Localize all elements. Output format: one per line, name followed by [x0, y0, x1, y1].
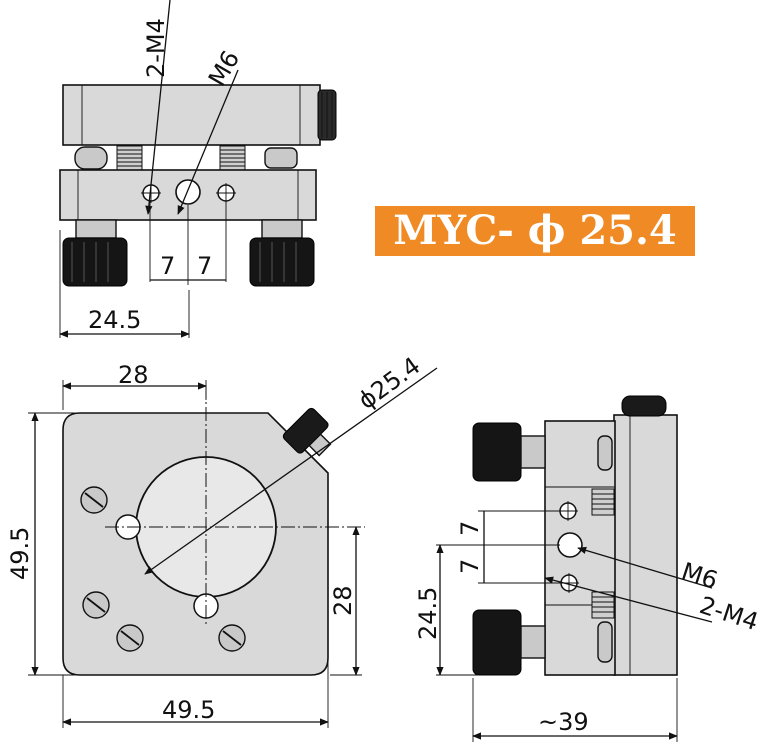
side-hole-label-m6: M6 [678, 557, 721, 595]
side-dim-upper-spacing: 7 [456, 521, 484, 536]
knurled-knob-icon [621, 395, 667, 417]
m6-hole-icon [557, 532, 583, 558]
side-hole-label-m4: 2-M4 [696, 591, 762, 636]
screw-icon [116, 624, 144, 652]
front-view: 49.5 49.5 28 28 ϕ25.4 [6, 351, 438, 728]
front-dim-width: 49.5 [162, 696, 215, 724]
top-dim-right-spacing: 7 [197, 252, 212, 280]
top-dim-overall: 24.5 [88, 306, 141, 334]
front-dim-top-offset: 28 [118, 361, 149, 389]
side-rear-plate [613, 414, 678, 676]
knob-icon [249, 237, 315, 287]
model-badge: MYC- ϕ 25.4 [375, 206, 695, 256]
side-dim-depth: ~39 [538, 708, 589, 736]
front-dim-height: 49.5 [6, 527, 34, 580]
knob-icon [62, 237, 128, 287]
side-dim-base-height: 24.5 [414, 587, 442, 640]
knob-icon [282, 407, 332, 457]
top-dim-left-spacing: 7 [160, 252, 175, 280]
m6-hole-icon [175, 179, 201, 205]
top-plate [62, 84, 321, 146]
spring-icon [591, 591, 615, 619]
side-view: 7 7 24.5 ~39 M6 2-M4 [414, 395, 762, 742]
screw-icon [80, 486, 108, 514]
front-dim-side-offset: 28 [329, 585, 357, 616]
spring-icon [116, 145, 143, 171]
spring-icon [591, 488, 615, 516]
top-view: 2-M4 M6 7 7 24.5 [59, 0, 337, 338]
knob-icon [472, 422, 522, 482]
screw-icon [218, 624, 246, 652]
spring-icon [219, 145, 246, 171]
side-dim-lower-spacing: 7 [456, 559, 484, 574]
top-hole-label-m4: 2-M4 [142, 18, 170, 78]
knob-icon [472, 609, 522, 676]
screw-icon [82, 591, 110, 619]
